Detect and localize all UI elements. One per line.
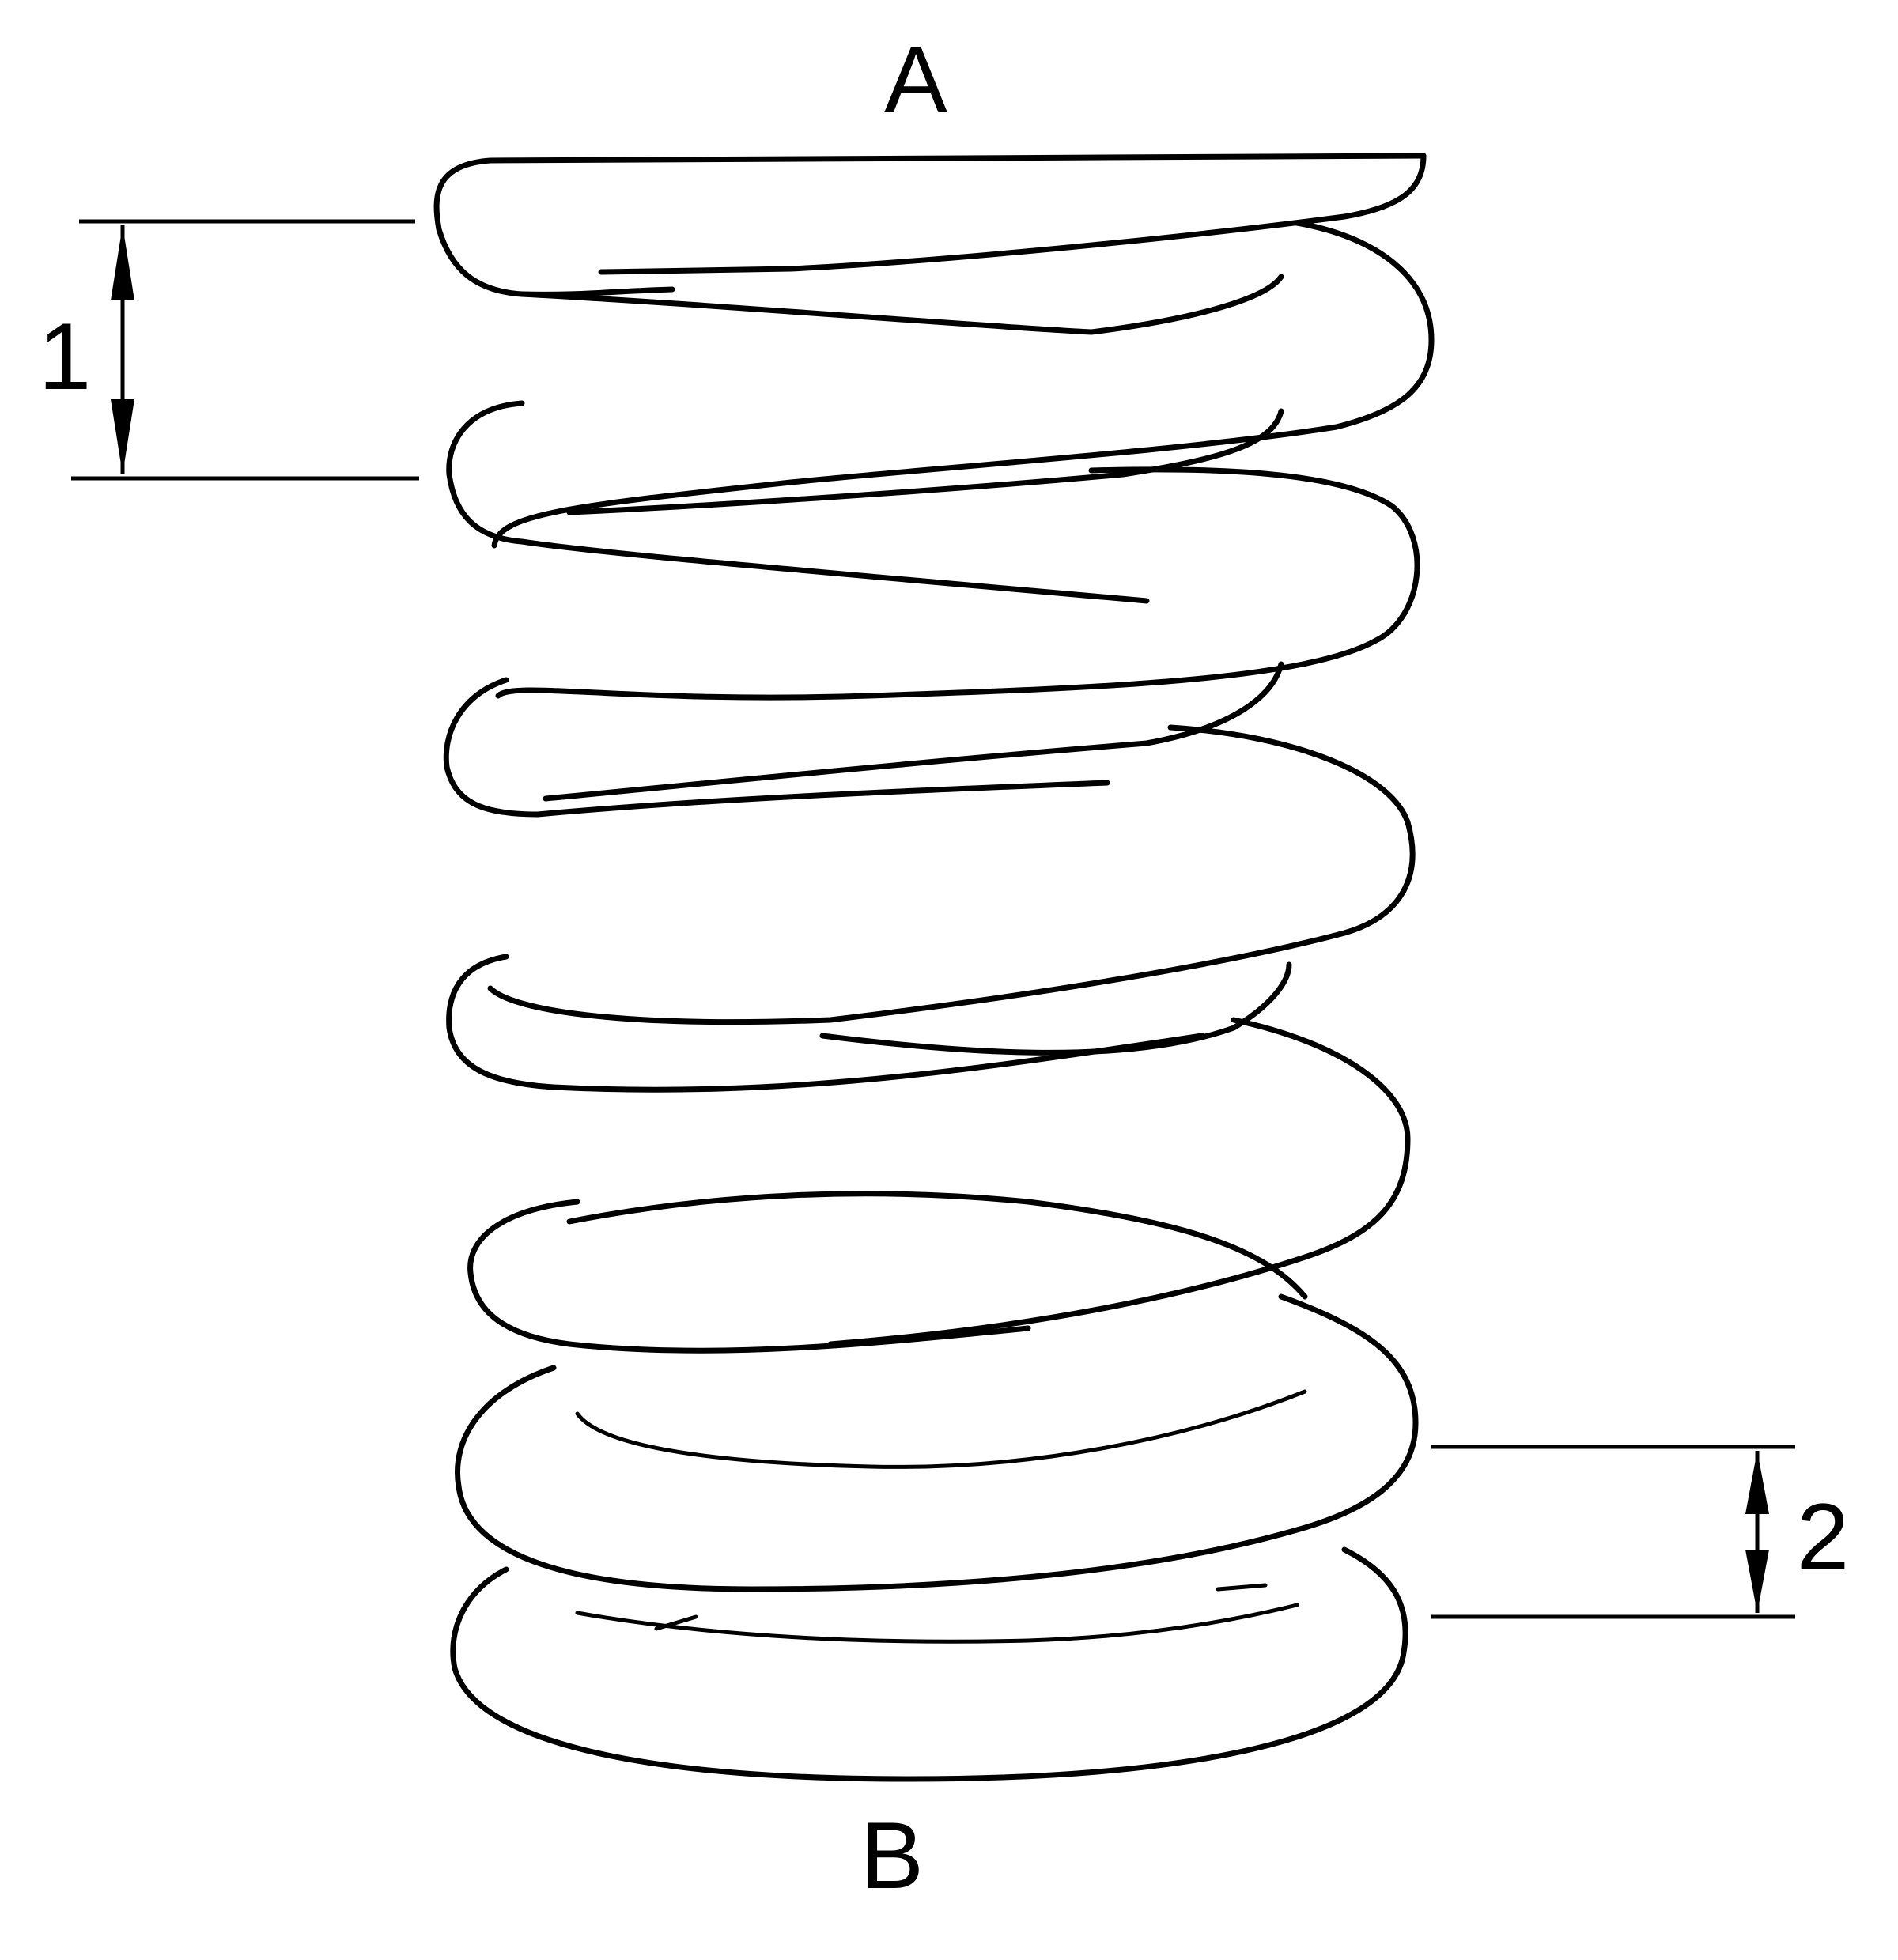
- coil-spring: [433, 153, 1435, 1782]
- coil-turn-2: [495, 466, 1420, 701]
- dimension-2-label: 2: [1797, 1484, 1850, 1590]
- coil-turn-3-back: [543, 661, 1284, 802]
- coil-turn-2-back: [566, 408, 1284, 515]
- coil-turn-3: [487, 724, 1416, 1025]
- label-end-a: A: [884, 27, 947, 133]
- coil-turn-4-back: [819, 961, 1292, 1056]
- dimension-2-arrow-down: [1745, 1550, 1769, 1613]
- coil-top-end: [433, 153, 1427, 297]
- dimension-1: 1: [39, 219, 419, 481]
- coil-turn-4-left: [467, 1199, 1031, 1354]
- coil-turn-5: [456, 1293, 1419, 1592]
- dimension-1-arrow-down: [111, 399, 134, 474]
- coil-top-end-inner: [598, 153, 1427, 275]
- coil-turn-4: [827, 1017, 1411, 1347]
- coil-turn-1: [491, 220, 1435, 549]
- coil-turn-3-left: [446, 954, 1205, 1093]
- coil-turn-1-left: [446, 400, 1150, 604]
- coil-bottom-end-gap: [654, 1583, 1268, 1631]
- dimension-2-arrow-up: [1745, 1451, 1769, 1514]
- coil-turn-5-inner: [575, 1389, 1307, 1469]
- dimension-1-arrow-up: [111, 225, 134, 300]
- coil-turn-2-left: [443, 677, 1110, 818]
- coil-bottom-end: [450, 1546, 1408, 1782]
- coil-turn-5-back: [566, 1191, 1308, 1300]
- coil-turn-1-back: [519, 274, 1284, 335]
- coil-turn-5-left: [455, 1365, 557, 1490]
- coil-bottom-end-inner: [575, 1603, 1299, 1644]
- dimension-1-label: 1: [39, 304, 92, 410]
- label-end-b: B: [860, 1803, 924, 1909]
- dimension-2: 2: [1431, 1445, 1850, 1619]
